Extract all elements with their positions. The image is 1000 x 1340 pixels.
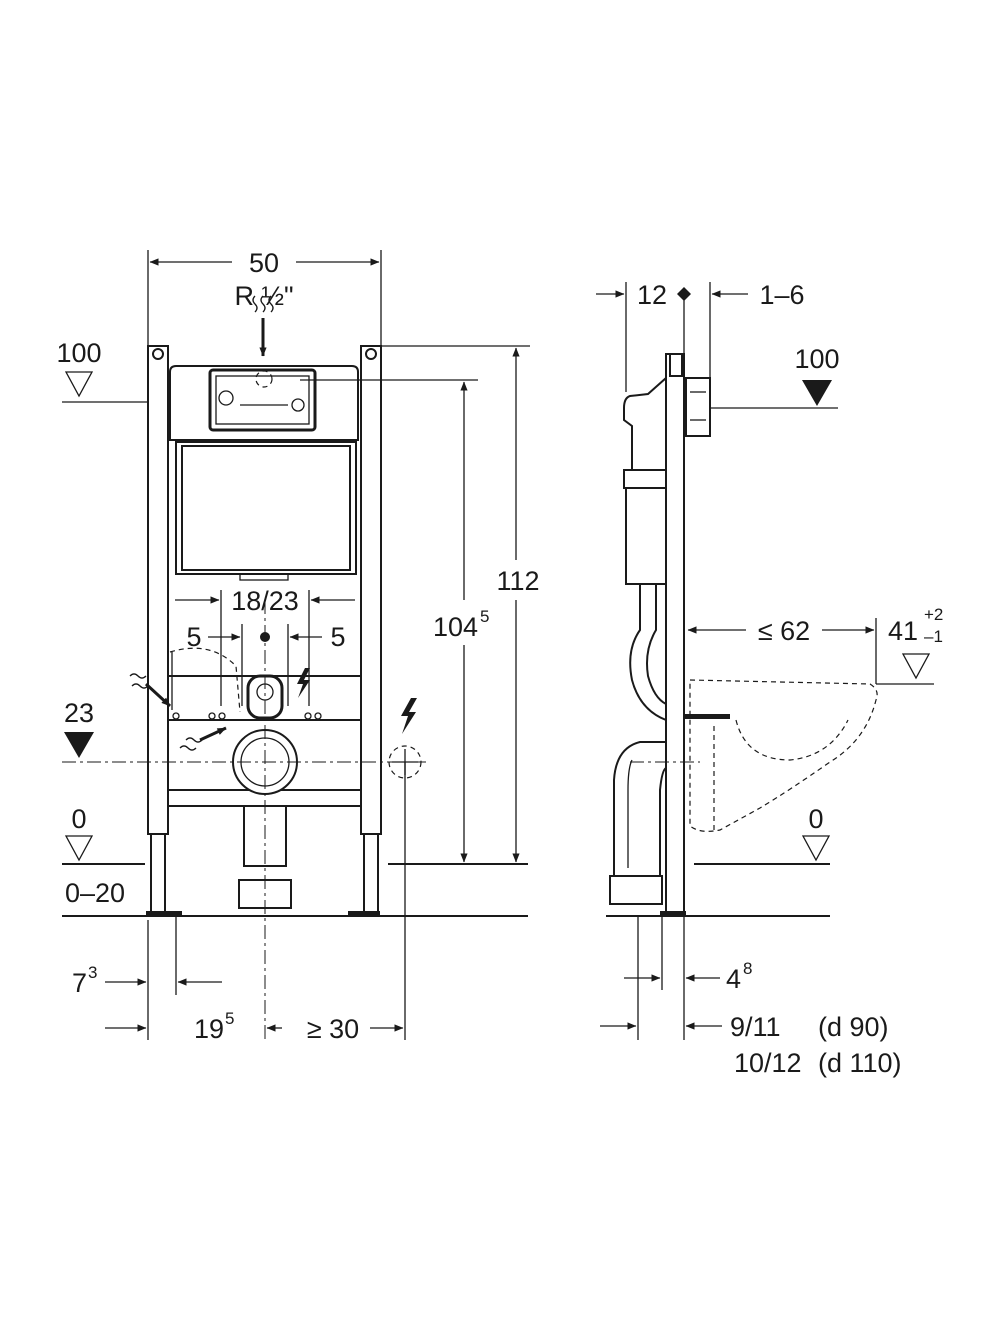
actuator-button-left [218,390,234,406]
reference-point [677,287,691,301]
side-view: 12 1–6 100 ≤ 62 41 +2 –1 0 4 8 9/11 (d 9… [596,280,943,1078]
right-fixing-hole [365,348,377,360]
left-frame-post [147,345,169,835]
actuator-plate-frame [208,368,317,432]
supply-connection-mark [255,370,273,388]
left-foot-plate [146,911,182,916]
flush-pipe-inner [646,584,667,705]
note-d90: (d 90) [818,1012,889,1042]
cistern-body [175,441,357,575]
dim-1-6: 1–6 [759,280,804,310]
right-frame-post [360,345,382,835]
fixing-point [304,712,312,720]
frame-top-cap [669,353,683,377]
water-icon [252,295,274,357]
electric-icon [401,698,417,734]
dim-spacing-18-23: 18/23 [231,586,299,616]
right-foot [363,833,379,915]
dim-4-sup: 8 [743,959,752,978]
dim-30: ≥ 30 [307,1014,359,1044]
dim-height-112: 112 [496,566,539,596]
dim-41: 41 [888,616,918,646]
supply-pipe-dashed [169,647,241,713]
dim-9-11: 9/11 [730,1012,781,1042]
fixing-point [314,712,322,720]
dim-41-sup-minus: –1 [924,627,943,646]
actuator-button-right [291,398,305,412]
wc-bowl-inner [735,719,849,761]
dim-19-sup: 5 [225,1009,234,1028]
level-0-label: 0 [808,804,823,834]
front-view: 50 R ½" 100 23 0 0–20 112 104 5 18/23 [56,248,539,1044]
cistern-outlet-collar [239,573,289,581]
wc-pan-outline [689,679,878,832]
level-23-label: 23 [64,698,94,728]
water-icon [129,673,172,708]
dim-7-sup: 3 [88,963,97,982]
dim-width-50: 50 [249,248,279,278]
dim-62: ≤ 62 [758,616,810,646]
dim-10-12: 10/12 [734,1048,802,1078]
fixing-point [172,712,180,720]
level-triangle-filled [802,380,832,406]
dim-offset-right: 5 [330,622,345,652]
frame-profile [665,353,685,913]
cistern-side-top [623,375,667,471]
level-triangle-filled [64,732,94,758]
note-d110: (d 110) [818,1048,902,1078]
drain-bend-inner [627,759,633,868]
dim-height-104-sup: 5 [480,607,489,626]
level-triangle-open [801,835,831,862]
level-100-label: 100 [56,338,101,368]
fixing-point [208,712,216,720]
wc-bracket [684,714,730,719]
level-100-label: 100 [794,344,839,374]
right-foot-plate [348,911,380,916]
left-fixing-hole [152,348,164,360]
foot-plate [660,911,686,916]
level-triangle-open [901,653,931,680]
actuator-plate-side [685,377,711,437]
dim-4: 4 [726,964,741,994]
dim-7: 7 [72,968,87,998]
dim-12: 12 [637,280,667,310]
fixing-point [218,712,226,720]
dim-19: 19 [194,1014,224,1044]
cistern-top [169,365,359,441]
floor-range-label: 0–20 [65,878,125,908]
flush-pipe-outer [629,584,667,721]
supply-thread-label: R ½" [234,281,293,311]
level-0-label: 0 [71,804,86,834]
cistern-inner [181,445,351,571]
left-foot [150,833,166,915]
dim-offset-left: 5 [186,622,201,652]
cistern-side-band [623,469,667,489]
dim-height-104: 104 [433,612,478,642]
actuator-plate [215,375,310,425]
level-triangle-open [64,835,94,862]
electric-icon [297,668,310,698]
water-icon [179,726,227,751]
level-triangle-open [64,371,94,398]
cistern-side-body [625,487,667,585]
drain-socket-side [609,875,663,905]
dim-41-sup-plus: +2 [924,605,943,624]
